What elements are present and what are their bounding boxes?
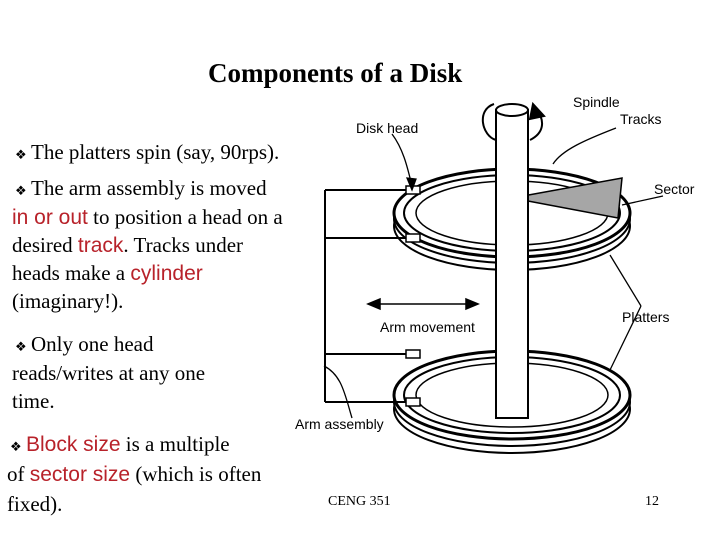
disk-head-label: Disk head xyxy=(356,120,419,136)
bullet-2-line-1-text: The arm assembly is moved xyxy=(31,176,267,200)
bullet-2-line-4-pre: heads make a xyxy=(12,261,131,285)
bullet-2-line-2-text: to position a head on a xyxy=(87,205,283,229)
bullet-2-line-2: in or out to position a head on a xyxy=(12,203,283,232)
tracks-label: Tracks xyxy=(620,111,662,127)
bullet-3-line-1-text: Only one head xyxy=(31,332,154,356)
sector-label: Sector xyxy=(654,181,695,197)
bullet-glyph: ❖ xyxy=(15,148,27,163)
sector-wedge xyxy=(511,177,623,219)
bullet-3-line-1: ❖ Only one head xyxy=(15,330,153,362)
bullet-4-line-2-text: (which is often xyxy=(130,462,262,486)
bullet-4-line-1-text: is a multiple xyxy=(120,432,230,456)
rotation-arrow xyxy=(482,101,546,141)
sector-size-term: sector size xyxy=(29,463,131,486)
spindle xyxy=(495,103,529,419)
bullet-glyph: ❖ xyxy=(15,340,27,355)
bullet-glyph: ❖ xyxy=(10,440,22,455)
bullet-glyph: ❖ xyxy=(15,184,27,199)
in-or-out-term: in or out xyxy=(12,206,88,229)
bullet-4-line-2: of sector size (which is often xyxy=(7,460,261,489)
bullet-2-line-3: desired track. Tracks under xyxy=(12,231,243,260)
bullet-4-line-2-pre: of xyxy=(7,462,30,486)
spindle-label: Spindle xyxy=(573,94,620,110)
bullet-1-text: The platters spin (say, 90rps). xyxy=(31,140,280,164)
bullet-3-line-3: time. xyxy=(12,389,55,413)
bullet-1: ❖ The platters spin (say, 90rps). xyxy=(15,138,279,170)
bullet-2-line-1: ❖ The arm assembly is moved xyxy=(15,174,267,206)
cylinder-term: cylinder xyxy=(130,262,203,285)
block-size-term: Block size xyxy=(26,433,121,456)
arm-movement-arrow xyxy=(366,297,480,311)
platters-label: Platters xyxy=(622,309,670,325)
bullet-2-line-3-post: . Tracks under xyxy=(123,233,244,257)
arm-movement-label: Arm movement xyxy=(380,319,475,335)
arm-assembly-label: Arm assembly xyxy=(295,416,384,432)
track-term: track xyxy=(77,234,124,257)
slide-title: Components of a Disk xyxy=(208,58,463,88)
bullet-3-line-2: reads/writes at any one xyxy=(12,361,206,385)
bullet-4-line-3: fixed). xyxy=(7,492,63,516)
bullet-2-line-3-pre: desired xyxy=(12,233,78,257)
bullet-2-line-5: (imaginary!). xyxy=(12,289,124,313)
bullet-4-line-1: ❖ Block size is a multiple xyxy=(10,430,230,462)
bullet-2-line-4: heads make a cylinder xyxy=(12,259,203,288)
course-footer: CENG 351 xyxy=(328,494,391,509)
page-number: 12 xyxy=(645,494,659,509)
leader-lines xyxy=(323,127,664,419)
